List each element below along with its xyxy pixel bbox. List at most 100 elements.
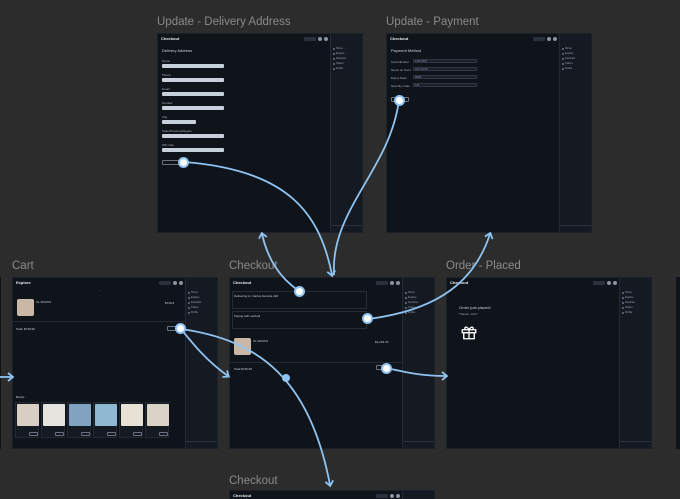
sidebar-item-label: Explore	[408, 296, 417, 299]
frame-label-update-delivery[interactable]: Update - Delivery Address	[157, 16, 291, 28]
sidebar-item[interactable]: Profile	[186, 310, 217, 315]
cart-icon[interactable]	[390, 493, 394, 498]
sidebar-item[interactable]: Home	[620, 290, 651, 295]
connector-node[interactable]	[282, 374, 290, 382]
text-field[interactable]	[162, 106, 224, 110]
cart-icon[interactable]	[547, 36, 551, 41]
avatar[interactable]	[324, 36, 328, 41]
text-field[interactable]	[162, 64, 224, 68]
book-card[interactable]	[15, 402, 39, 438]
nav-pill[interactable]	[376, 280, 388, 285]
frame-checkout-bottom[interactable]: Checkout	[229, 490, 435, 499]
field-label: Card Number	[391, 60, 410, 64]
sidebar-item[interactable]: Favorites	[560, 56, 591, 61]
text-field[interactable]	[162, 78, 224, 82]
sidebar-item[interactable]: Home	[560, 46, 591, 51]
nav-icon	[333, 57, 335, 60]
add-button[interactable]	[133, 432, 142, 436]
nav-pill[interactable]	[376, 493, 388, 498]
cart-icon[interactable]	[318, 36, 322, 41]
sidebar-item[interactable]: Home	[186, 290, 217, 295]
text-field[interactable]	[162, 120, 196, 124]
sidebar-item[interactable]: Orders	[186, 305, 217, 310]
nav-pill[interactable]	[593, 280, 605, 285]
book-card[interactable]	[41, 402, 65, 438]
text-field[interactable]: John Smith	[413, 67, 477, 71]
cart-icon[interactable]	[390, 280, 394, 285]
sidebar-item[interactable]: Orders	[560, 61, 591, 66]
frame-label-order-placed[interactable]: Order - Placed	[446, 260, 521, 272]
nav-icon	[562, 62, 564, 65]
connector-node[interactable]	[394, 95, 405, 106]
book-cover	[43, 404, 65, 426]
avatar[interactable]	[553, 36, 557, 41]
connector-node[interactable]	[175, 323, 186, 334]
book-card[interactable]	[67, 402, 91, 438]
sidebar-item-label: Home	[625, 291, 632, 294]
avatar[interactable]	[179, 280, 183, 285]
sidebar-item-label: Home	[336, 47, 343, 50]
sidebar-item[interactable]: Explore	[331, 51, 362, 56]
book-card[interactable]	[119, 402, 143, 438]
field-label: Email	[162, 87, 170, 91]
nav-pill[interactable]	[159, 280, 171, 285]
connector-node[interactable]	[294, 286, 305, 297]
sidebar-item[interactable]: Orders	[620, 305, 651, 310]
sidebar-item[interactable]: Orders	[331, 61, 362, 66]
avatar[interactable]	[396, 493, 400, 498]
nav-icon	[405, 311, 407, 314]
nav-pill[interactable]	[304, 36, 316, 41]
book-card[interactable]	[145, 402, 169, 438]
connector-node[interactable]	[178, 157, 189, 168]
text-field[interactable]: 09/26	[413, 75, 477, 79]
sidebar-item[interactable]: Favorites	[186, 300, 217, 305]
avatar[interactable]	[396, 280, 400, 285]
frame-checkout[interactable]: Checkout Delivering to: Carlos Ferreira …	[229, 277, 435, 449]
frame-label-checkout-bottom[interactable]: Checkout	[229, 475, 278, 487]
sidebar-item[interactable]: Home	[331, 46, 362, 51]
nav-icon	[333, 62, 335, 65]
sidebar-item[interactable]: Profile	[620, 310, 651, 315]
frame-label-update-payment[interactable]: Update - Payment	[386, 16, 479, 28]
checkout-item-image	[234, 338, 251, 355]
frame-order-placed[interactable]: Checkout Order just placed! Thanks, John…	[446, 277, 652, 449]
add-button[interactable]	[29, 432, 38, 436]
text-field[interactable]: 123	[413, 83, 477, 87]
text-field[interactable]	[162, 134, 224, 138]
add-button[interactable]	[55, 432, 64, 436]
connector-node[interactable]	[381, 363, 392, 374]
chevron-down-icon[interactable]: ⌄	[99, 288, 102, 292]
sidebar-item[interactable]: Profile	[331, 66, 362, 71]
sidebar-item[interactable]: Favorites	[331, 56, 362, 61]
add-button[interactable]	[81, 432, 90, 436]
frame-label-cart[interactable]: Cart	[12, 260, 34, 272]
connector-node[interactable]	[362, 313, 373, 324]
sidebar-item[interactable]: Profile	[403, 310, 434, 315]
nav-pill[interactable]	[533, 36, 545, 41]
sidebar-item-label: Profile	[191, 311, 199, 314]
frame-cart[interactable]: Explore ⌄ XL-SOCKS $729.9 Total: $749.90…	[12, 277, 218, 449]
frame-label-checkout[interactable]: Checkout	[229, 260, 278, 272]
text-field[interactable]	[162, 92, 224, 96]
sidebar	[402, 491, 434, 499]
sidebar-item-label: Explore	[565, 52, 574, 55]
text-field[interactable]: 1234 5678	[413, 59, 477, 63]
sidebar-item[interactable]: Profile	[560, 66, 591, 71]
cart-icon[interactable]	[173, 280, 177, 285]
sidebar-item[interactable]: Favorites	[620, 300, 651, 305]
sidebar-item[interactable]: Explore	[620, 295, 651, 300]
add-button[interactable]	[107, 432, 116, 436]
sidebar-item-label: Favorites	[408, 301, 419, 304]
topbar: Checkout	[387, 34, 591, 43]
avatar[interactable]	[613, 280, 617, 285]
text-field[interactable]	[162, 148, 224, 152]
cart-icon[interactable]	[607, 280, 611, 285]
sidebar-item[interactable]: Explore	[186, 295, 217, 300]
field-label: ZIP code	[162, 143, 174, 147]
sidebar-item[interactable]: Explore	[560, 51, 591, 56]
add-button[interactable]	[159, 432, 168, 436]
book-card[interactable]	[93, 402, 117, 438]
topbar: Checkout	[230, 491, 434, 499]
